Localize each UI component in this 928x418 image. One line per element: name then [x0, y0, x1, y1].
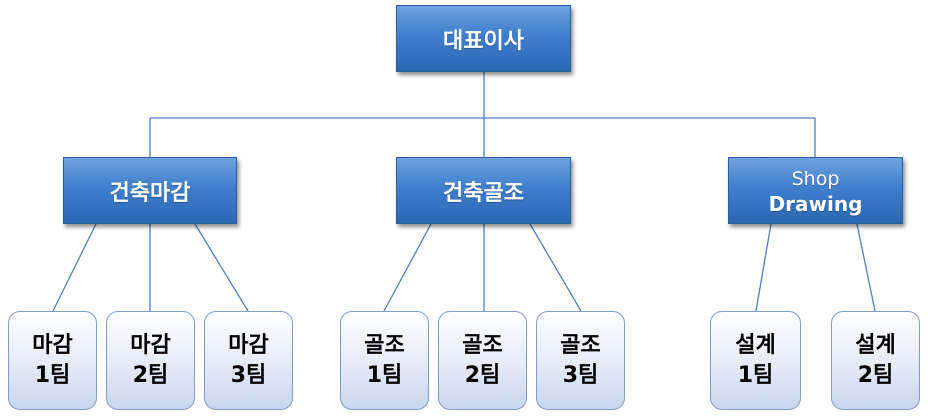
team-frame-2-box[interactable]: 골조 2팀	[438, 311, 527, 410]
connector-frame-team1	[383, 223, 432, 312]
team-frame-1-box[interactable]: 골조 1팀	[340, 311, 429, 410]
connector-shop-team2	[856, 223, 876, 312]
team-finish-2-box[interactable]: 마감 2팀	[106, 311, 195, 410]
division-finish-box[interactable]: 건축마감	[63, 157, 237, 224]
team-frame-3-line1: 골조	[560, 332, 601, 358]
team-finish-1-box[interactable]: 마감 1팀	[8, 311, 97, 410]
division-frame-label: 건축골조	[443, 180, 524, 206]
team-frame-2-line1: 골조	[462, 332, 503, 358]
team-finish-3-box[interactable]: 마감 3팀	[204, 311, 293, 410]
connector-finish-team3	[194, 223, 249, 312]
team-design-2-line1: 설계	[855, 332, 896, 358]
division-frame-box[interactable]: 건축골조	[396, 157, 571, 224]
team-frame-3-line2: 3팀	[562, 362, 599, 388]
connector-frame-team3	[529, 223, 582, 312]
team-finish-3-line2: 3팀	[230, 362, 267, 388]
team-frame-1-line2: 1팀	[366, 362, 403, 388]
team-frame-2-line2: 2팀	[464, 362, 501, 388]
team-finish-3-line1: 마감	[228, 332, 269, 358]
team-finish-2-line1: 마감	[130, 332, 171, 358]
team-design-1-box[interactable]: 설계 1팀	[710, 311, 801, 410]
division-shop-label-top: Shop	[791, 167, 840, 190]
team-finish-1-line1: 마감	[32, 332, 73, 358]
division-shop-drawing-box[interactable]: Shop Drawing	[728, 157, 903, 224]
team-design-2-line2: 2팀	[857, 362, 894, 388]
team-finish-2-line2: 2팀	[132, 362, 169, 388]
team-design-1-line1: 설계	[735, 332, 776, 358]
connector-shop-team1	[755, 223, 772, 312]
division-shop-label-bottom: Drawing	[768, 191, 863, 216]
connector-finish-team1	[52, 223, 97, 312]
team-frame-3-box[interactable]: 골조 3팀	[536, 311, 625, 410]
team-frame-1-line1: 골조	[364, 332, 405, 358]
team-design-2-box[interactable]: 설계 2팀	[831, 311, 920, 410]
ceo-label: 대표이사	[443, 28, 524, 54]
ceo-box[interactable]: 대표이사	[396, 5, 571, 72]
team-finish-1-line2: 1팀	[34, 362, 71, 388]
division-finish-label: 건축마감	[109, 180, 191, 206]
team-design-1-line2: 1팀	[737, 362, 774, 388]
